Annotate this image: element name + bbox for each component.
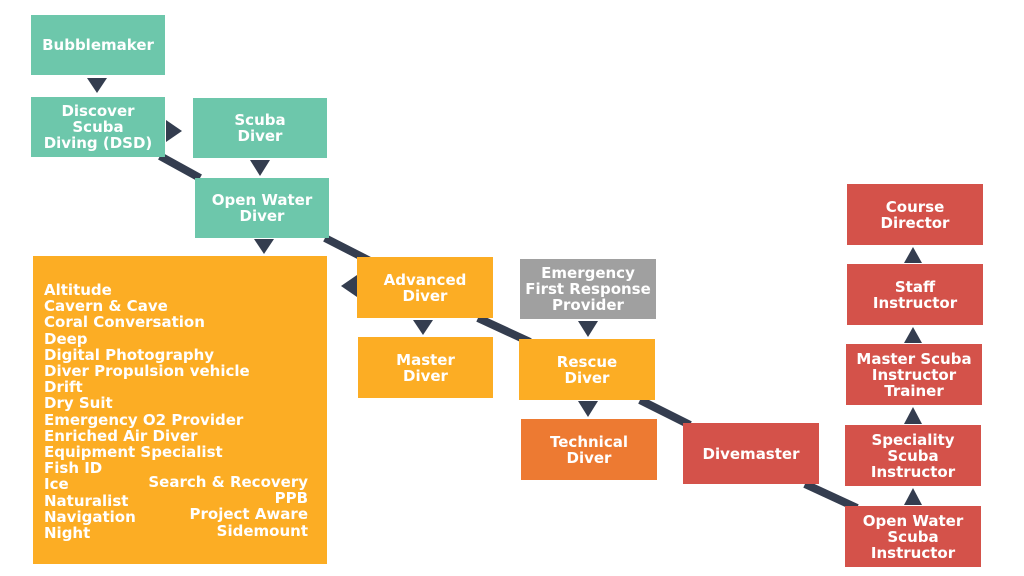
node-divemaster: Divemaster — [683, 423, 819, 484]
node-scuba-diver-label: Scuba Diver — [234, 111, 286, 145]
arrows — [87, 78, 922, 505]
node-bubblemaker: Bubblemaker — [31, 15, 165, 75]
node-efr: Emergency First Response Provider — [520, 259, 656, 319]
arrow-master-trainer-to-staff — [904, 327, 922, 343]
specialty-item: Fish ID — [44, 459, 103, 478]
node-divemaster-label: Divemaster — [702, 444, 800, 463]
node-open-water: Open Water Diver — [195, 178, 329, 238]
specialty-item: Diver Propulsion vehicle — [44, 362, 250, 381]
specialty-item: Digital Photography — [44, 345, 215, 364]
node-course-director: Course Director — [847, 184, 983, 245]
specialty-item: Naturalist — [44, 491, 129, 510]
node-master-scuba-trainer: Master Scuba Instructor Trainer — [846, 344, 982, 405]
arrow-bubblemaker-to-dsd — [87, 78, 107, 93]
specialty-item: Ice — [44, 475, 69, 494]
specialty-item: Altitude — [44, 281, 112, 299]
arrow-efr-to-rescue — [578, 321, 598, 337]
arrow-instructor-to-speciality — [904, 488, 922, 505]
node-advanced: Advanced Diver — [357, 257, 493, 318]
node-technical: Technical Diver — [521, 419, 657, 480]
arrow-advanced-to-master-diver — [413, 320, 433, 335]
node-technical-label: Technical Diver — [550, 432, 628, 467]
specialty-item: Deep — [44, 329, 88, 348]
node-staff-instructor: Staff Instructor — [847, 264, 983, 325]
arrow-rescue-to-technical — [578, 401, 598, 417]
specialty-item: Sidemount — [216, 521, 308, 540]
node-staff-instructor-label: Staff Instructor — [872, 277, 958, 312]
specialty-item: Project Aware — [189, 505, 308, 524]
node-master-diver: Master Diver — [358, 337, 493, 398]
specialty-item: Coral Conversation — [44, 313, 205, 332]
arrow-open-water-to-specialties — [254, 239, 274, 254]
specialty-item: Navigation — [44, 507, 136, 526]
specialty-item: Cavern & Cave — [44, 297, 168, 316]
specialty-item: Night — [44, 524, 91, 543]
arrow-staff-to-course-director — [904, 247, 922, 263]
node-speciality-instructor-label: Speciality Scuba Instructor — [870, 430, 956, 481]
specialty-item: Dry Suit — [44, 394, 113, 413]
arrow-scuba-diver-to-open-water — [250, 160, 270, 176]
node-efr-label: Emergency First Response Provider — [525, 264, 651, 314]
node-open-water-label: Open Water Diver — [211, 191, 313, 225]
connector-rescue-to-divemaster — [638, 396, 692, 429]
node-rescue: Rescue Diver — [519, 339, 655, 400]
node-discover-scuba: Discover Scuba Diving (DSD) — [31, 97, 165, 157]
node-advanced-label: Advanced Diver — [383, 270, 467, 305]
node-master-scuba-trainer-label: Master Scuba Instructor Trainer — [856, 349, 972, 400]
connector-dsd-to-open-water — [158, 152, 202, 182]
node-bubblemaker-label: Bubblemaker — [42, 36, 154, 54]
specialty-item: Search & Recovery — [148, 473, 308, 491]
node-rescue-label: Rescue Diver — [556, 352, 618, 387]
specialty-item: PPB — [274, 489, 308, 508]
specialty-item: Enriched Air Diver — [44, 426, 198, 445]
arrow-speciality-to-master-trainer — [904, 407, 922, 424]
node-open-water-instructor-label: Open Water Scuba Instructor — [862, 511, 964, 562]
connector-advanced-to-rescue — [476, 314, 532, 346]
node-scuba-diver: Scuba Diver — [193, 98, 327, 158]
node-speciality-instructor: Speciality Scuba Instructor — [845, 425, 981, 486]
node-course-director-label: Course Director — [880, 197, 950, 232]
node-master-diver-label: Master Diver — [396, 350, 455, 385]
node-open-water-instructor: Open Water Scuba Instructor — [845, 506, 981, 567]
connector-divemaster-to-instructor — [803, 480, 859, 512]
node-discover-scuba-label: Discover Scuba Diving (DSD) — [43, 102, 153, 152]
arrow-dsd-to-scuba-diver — [166, 120, 182, 142]
specialty-item: Emergency O2 Provider — [44, 410, 244, 429]
specialty-item: Equipment Specialist — [44, 443, 223, 462]
specialty-item: Drift — [44, 378, 83, 397]
arrow-advanced-to-specialties — [341, 275, 357, 297]
